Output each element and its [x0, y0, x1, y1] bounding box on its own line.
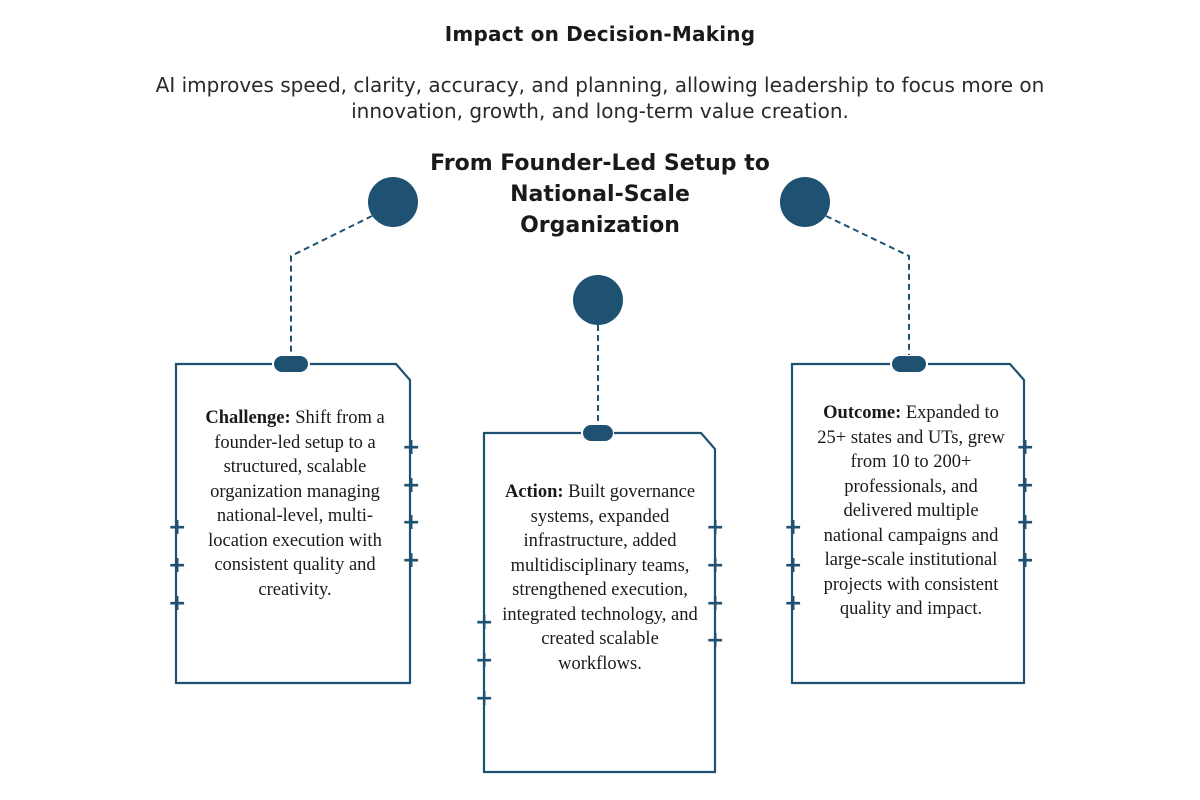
node-challenge: [368, 177, 418, 227]
card-frame-action: [482, 431, 717, 774]
plus-icon: +: [168, 591, 187, 616]
plus-icon: +: [706, 553, 725, 578]
plus-icon: +: [402, 510, 421, 535]
plus-icon: +: [475, 610, 494, 635]
plus-icon: +: [1016, 435, 1035, 460]
card-body: Built governance systems, expanded infra…: [502, 482, 698, 674]
plus-icon: +: [1016, 510, 1035, 535]
page-subtitle: AI improves speed, clarity, accuracy, an…: [155, 73, 1045, 123]
node-action: [573, 275, 623, 325]
card-body: Shift from a founder-led setup to a stru…: [208, 408, 385, 600]
plus-icon: +: [475, 686, 494, 711]
card-action: Action: Built governance systems, expand…: [500, 480, 700, 676]
card-tab-outcome: [892, 356, 926, 372]
plus-icon: +: [402, 473, 421, 498]
card-frame-outcome: [790, 362, 1026, 685]
plus-icon: +: [402, 435, 421, 460]
card-outcome: Outcome: Expanded to 25+ states and UTs,…: [812, 401, 1010, 622]
plus-icon: +: [402, 548, 421, 573]
plus-icon: +: [168, 515, 187, 540]
plus-icon: +: [475, 648, 494, 673]
page-heading: Impact on Decision-Making: [444, 22, 756, 46]
card-label: Challenge:: [205, 408, 291, 428]
plus-icon: +: [706, 591, 725, 616]
card-frame-challenge: [174, 362, 412, 685]
plus-icon: +: [784, 515, 803, 540]
card-challenge: Challenge: Shift from a founder-led setu…: [200, 406, 390, 602]
card-tab-action: [583, 425, 613, 441]
connector-challenge: [290, 215, 373, 355]
plus-icon: +: [1016, 473, 1035, 498]
card-tab-challenge: [274, 356, 308, 372]
card-label: Action:: [504, 482, 564, 502]
diagram-title: From Founder-Led Setup to National-Scale…: [430, 151, 770, 238]
plus-icon: +: [1016, 548, 1035, 573]
plus-icon: +: [784, 553, 803, 578]
node-outcome: [780, 177, 830, 227]
plus-icon: +: [784, 591, 803, 616]
card-body: Expanded to 25+ states and UTs, grew fro…: [817, 403, 1005, 619]
card-label: Outcome:: [823, 403, 902, 423]
plus-icon: +: [706, 515, 725, 540]
connector-outcome: [825, 215, 910, 355]
plus-icon: +: [168, 553, 187, 578]
plus-icon: +: [706, 628, 725, 653]
